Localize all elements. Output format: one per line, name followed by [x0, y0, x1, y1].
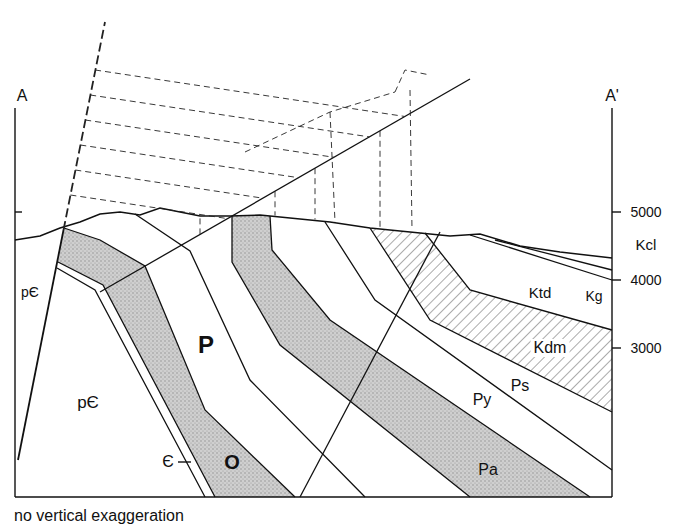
- projected-bed: [235, 214, 236, 216]
- kdm-band: [370, 228, 612, 412]
- unit-label: Pa: [478, 462, 498, 478]
- frame: [15, 108, 621, 497]
- section-end: A: [17, 88, 28, 104]
- bed-boundary: [470, 235, 612, 280]
- projected-bed: [330, 112, 335, 222]
- elevation-value: 5000: [630, 205, 661, 219]
- unit-label: P: [198, 333, 214, 357]
- projected-bed: [410, 90, 412, 230]
- bed-boundary: [425, 233, 612, 330]
- unit-label: Є: [162, 454, 174, 470]
- unit-label: Kcl: [636, 237, 657, 252]
- unit-label: Py: [473, 392, 492, 408]
- note: no vertical exaggeration: [14, 508, 184, 524]
- projected-bed: [80, 145, 298, 178]
- projected-bed: [245, 92, 395, 152]
- bed-boundary: [232, 216, 470, 497]
- fault-line: [18, 230, 64, 460]
- leader-line: [178, 461, 191, 462]
- unit-label: Kg: [585, 289, 602, 303]
- projected-bed: [380, 131, 381, 228]
- bed-boundary: [58, 262, 215, 497]
- bed-boundaries: [15, 79, 612, 497]
- axis-tick: [612, 347, 621, 348]
- unit-label: Kdm: [531, 339, 570, 357]
- topographic-surface: [15, 208, 612, 258]
- unit-fills: [58, 216, 612, 497]
- projected-bed: [90, 95, 369, 137]
- projected-bed: [395, 70, 430, 92]
- unit-label: pЄ: [21, 285, 39, 299]
- projected-bed: [315, 168, 316, 219]
- section-end: A': [605, 88, 619, 104]
- bed-boundary: [325, 222, 612, 470]
- unit-label: pЄ: [77, 394, 99, 411]
- fault-projection: [64, 22, 106, 230]
- base-line: [15, 496, 612, 497]
- bed-boundary: [57, 268, 205, 497]
- axial-plane: [100, 79, 470, 292]
- right-axis: [611, 108, 612, 497]
- bed-boundary: [135, 214, 365, 497]
- unit-label: Ps: [511, 378, 530, 394]
- unit-label: O: [224, 452, 240, 472]
- elevation-value: 4000: [630, 273, 661, 287]
- axial-plane: [300, 232, 440, 497]
- bed-boundary: [370, 228, 612, 412]
- projected-bed: [75, 170, 263, 198]
- left-axis: [14, 108, 15, 497]
- axis-tick: [15, 211, 22, 212]
- elevation-value: 3000: [630, 341, 661, 355]
- projected-bed: [200, 215, 201, 234]
- projected-bed: [275, 191, 276, 215]
- unit-label: Ktd: [529, 285, 552, 300]
- axis-tick: [612, 211, 621, 212]
- projected-bed: [70, 195, 227, 219]
- bed-boundary: [64, 228, 295, 497]
- projection-lines: [64, 22, 431, 234]
- axis-tick: [612, 279, 621, 280]
- projected-bed: [95, 70, 405, 117]
